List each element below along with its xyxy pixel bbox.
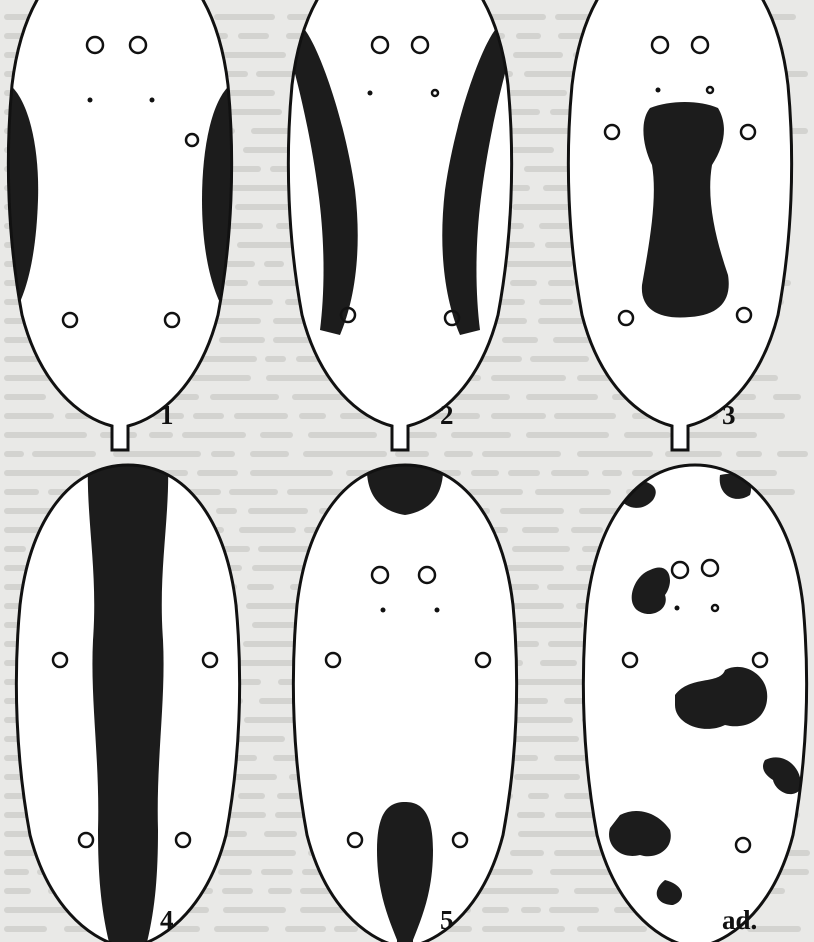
panel-2-label: 2: [440, 400, 454, 431]
panel-2: [288, 0, 512, 450]
panel-adult: [583, 465, 806, 942]
median-stripe: [88, 460, 168, 942]
panel-3: [568, 0, 791, 450]
panel-3-label: 3: [722, 400, 736, 431]
panel-1-label: 1: [160, 400, 174, 431]
panel-5: [293, 460, 516, 942]
panel-4: [16, 460, 239, 942]
panel-5-label: 5: [440, 905, 454, 936]
panel-1: [0, 0, 240, 450]
panel-adult-label: ad.: [722, 905, 757, 936]
panel-4-label: 4: [160, 905, 174, 936]
